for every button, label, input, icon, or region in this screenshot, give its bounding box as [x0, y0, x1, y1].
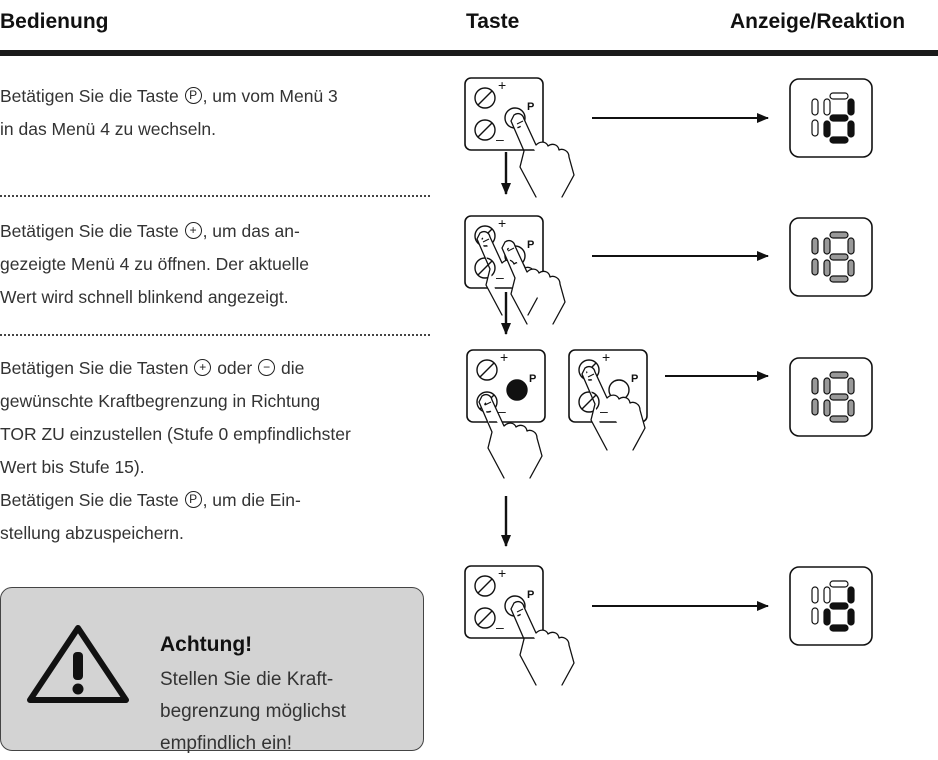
key-panel [464, 564, 575, 686]
key-panel-minus [466, 348, 546, 479]
key-plus-symbol: + [194, 359, 212, 376]
display-panel-blinking [789, 357, 873, 437]
warning-title: Achtung! [160, 633, 253, 656]
header-rule [0, 50, 938, 56]
separator-dots [0, 334, 430, 336]
key-p-symbol: P [184, 491, 202, 508]
header-display: Anzeige/Reaktion [730, 10, 906, 33]
step-2-text: Betätigen Sie die Taste +, um das an- ge… [0, 221, 310, 307]
key-panel-plus [568, 348, 648, 451]
key-plus-symbol: + [184, 222, 202, 239]
header-operation: Bedienung [0, 10, 109, 33]
display-panel [789, 566, 873, 646]
step-1-text: Betätigen Sie die Taste P, um vom Menü 3… [0, 86, 338, 139]
header-key: Taste [466, 10, 520, 33]
separator-dots [0, 195, 430, 197]
key-panel [464, 76, 575, 198]
step-3-text: Betätigen Sie die Tasten + oder − die ge… [0, 358, 351, 543]
display-panel [789, 78, 873, 158]
key-p-symbol: P [184, 87, 202, 104]
display-panel-blinking [789, 217, 873, 297]
key-minus-symbol: − [258, 359, 276, 376]
key-panel [464, 214, 566, 325]
